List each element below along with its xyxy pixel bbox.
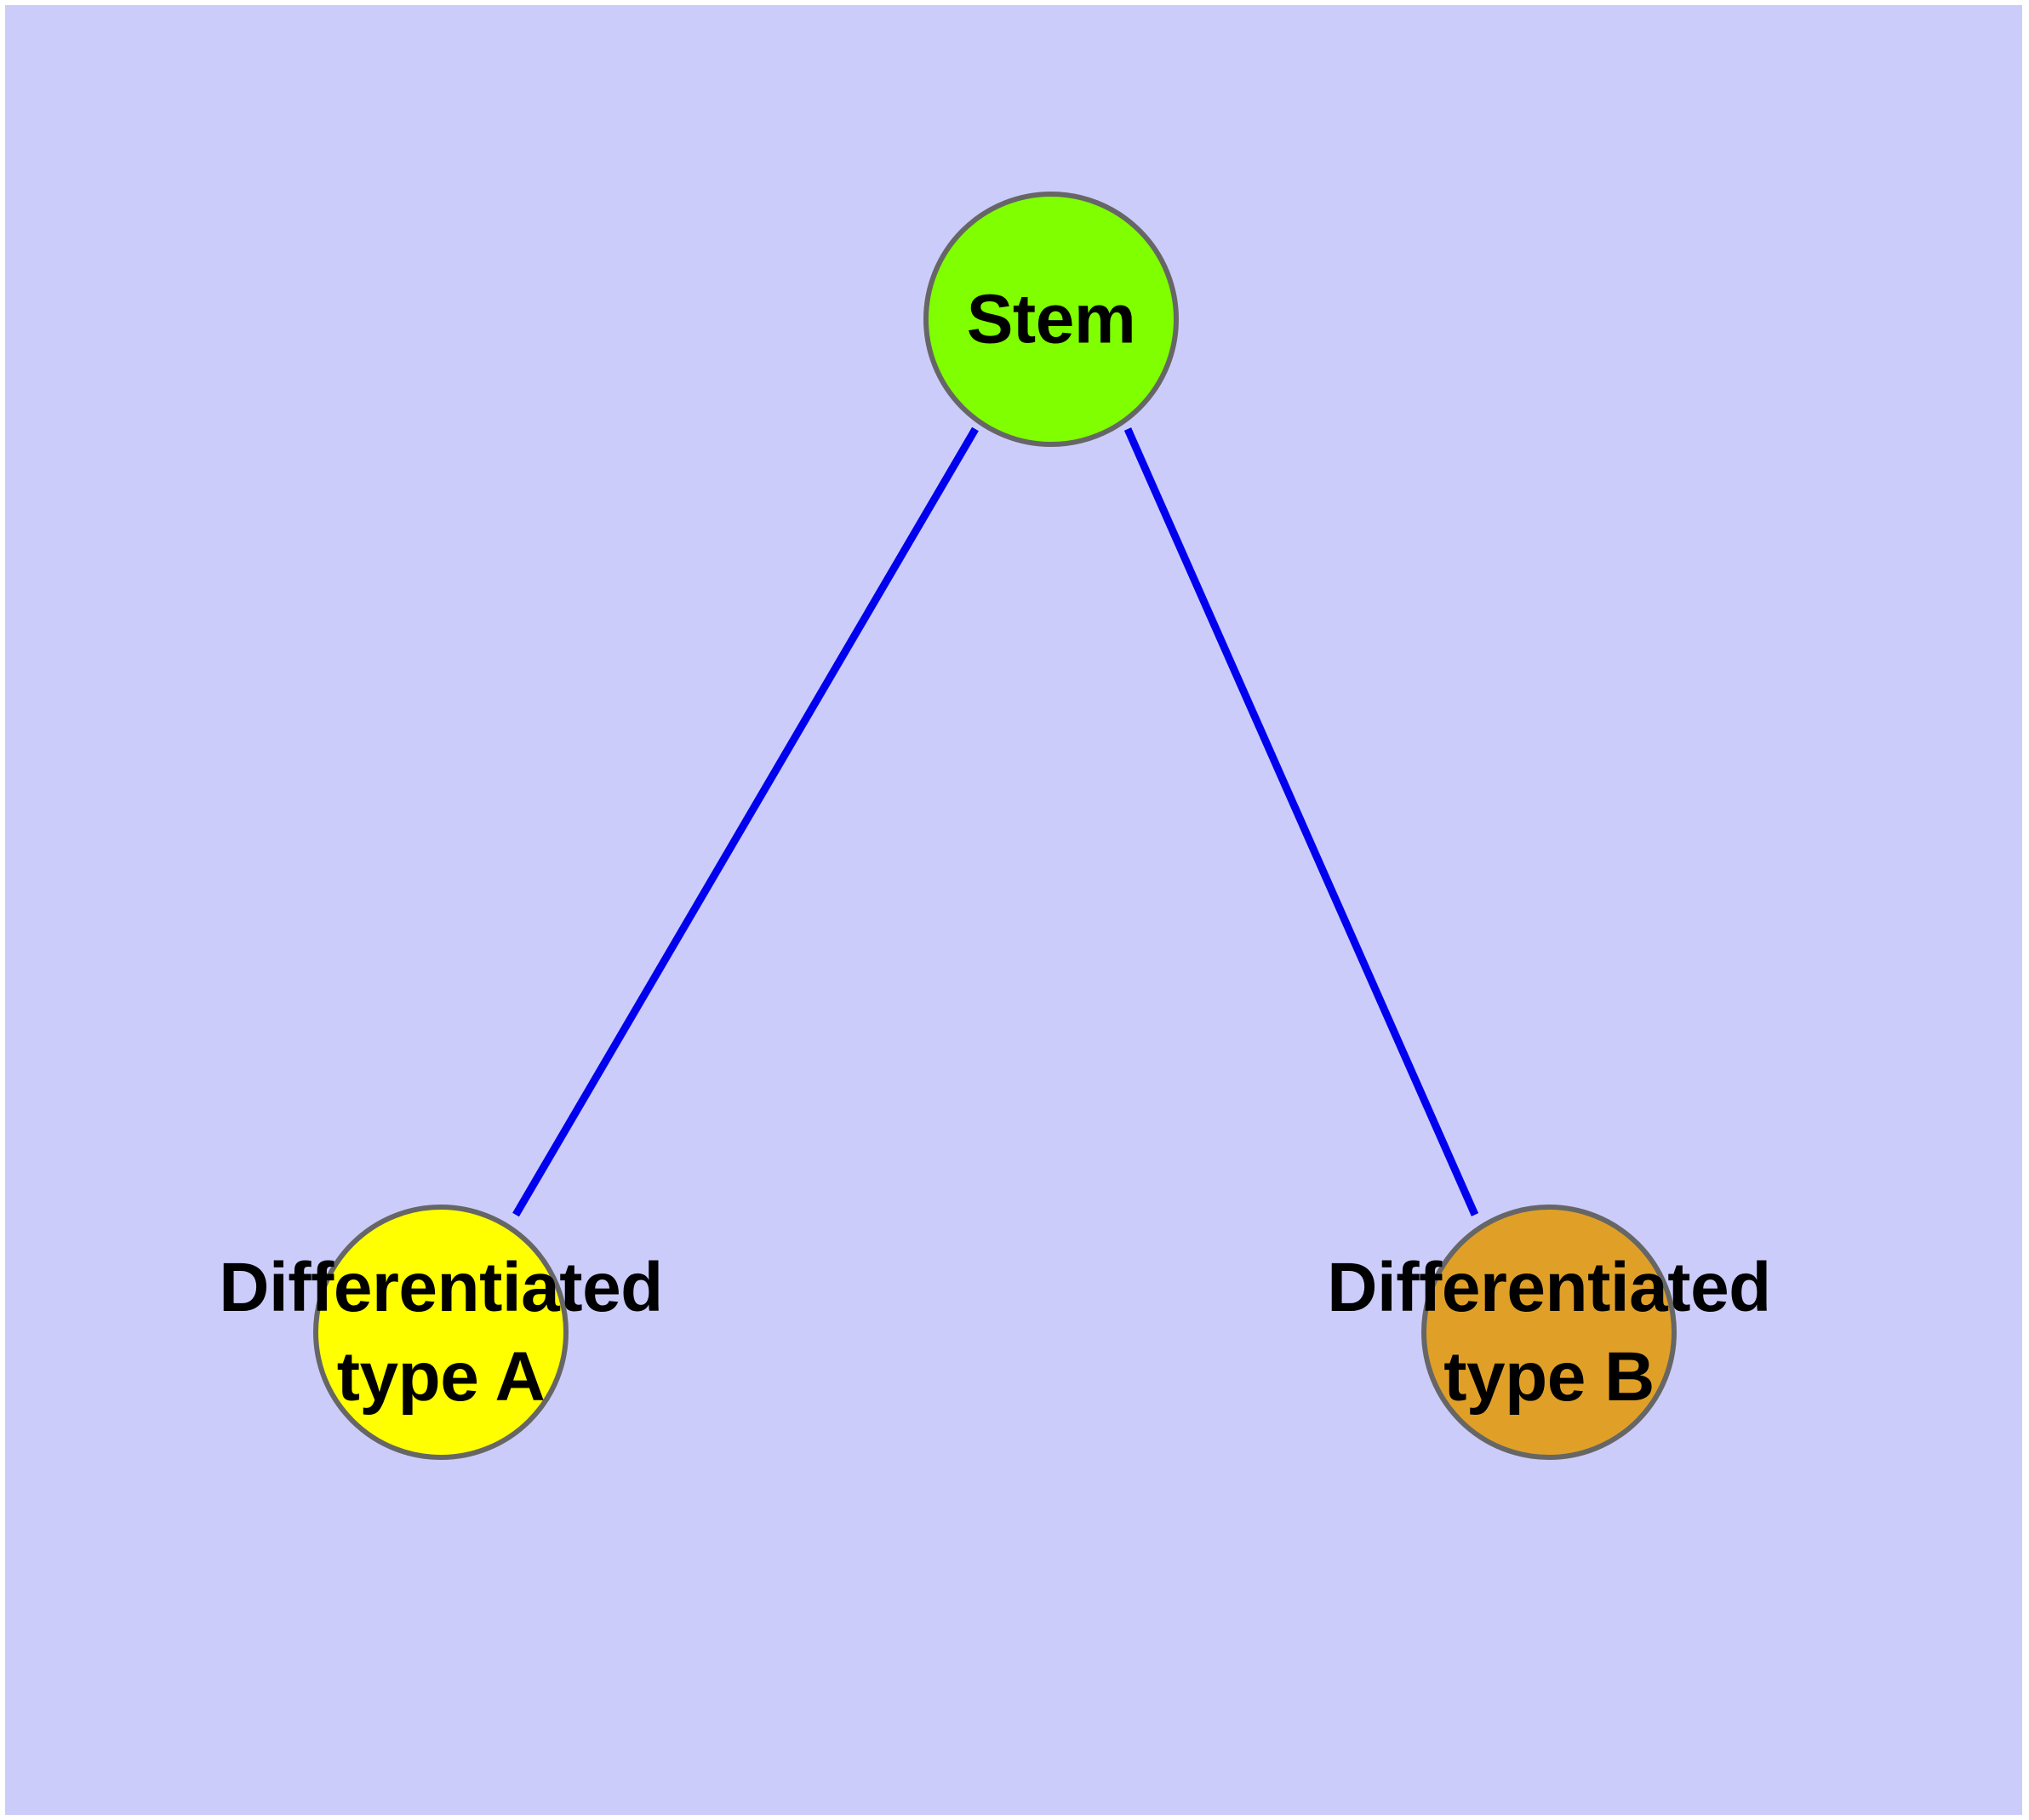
edge-layer bbox=[512, 426, 1479, 1217]
node-stem[interactable] bbox=[923, 192, 1179, 447]
edge-stem-to-differentiated-type-a bbox=[512, 426, 979, 1217]
node-differentiated-type-a[interactable] bbox=[313, 1205, 569, 1460]
node-differentiated-type-b[interactable] bbox=[1421, 1205, 1677, 1460]
edge-stem-to-differentiated-type-b bbox=[1123, 427, 1479, 1216]
node-layer bbox=[313, 192, 1677, 1460]
